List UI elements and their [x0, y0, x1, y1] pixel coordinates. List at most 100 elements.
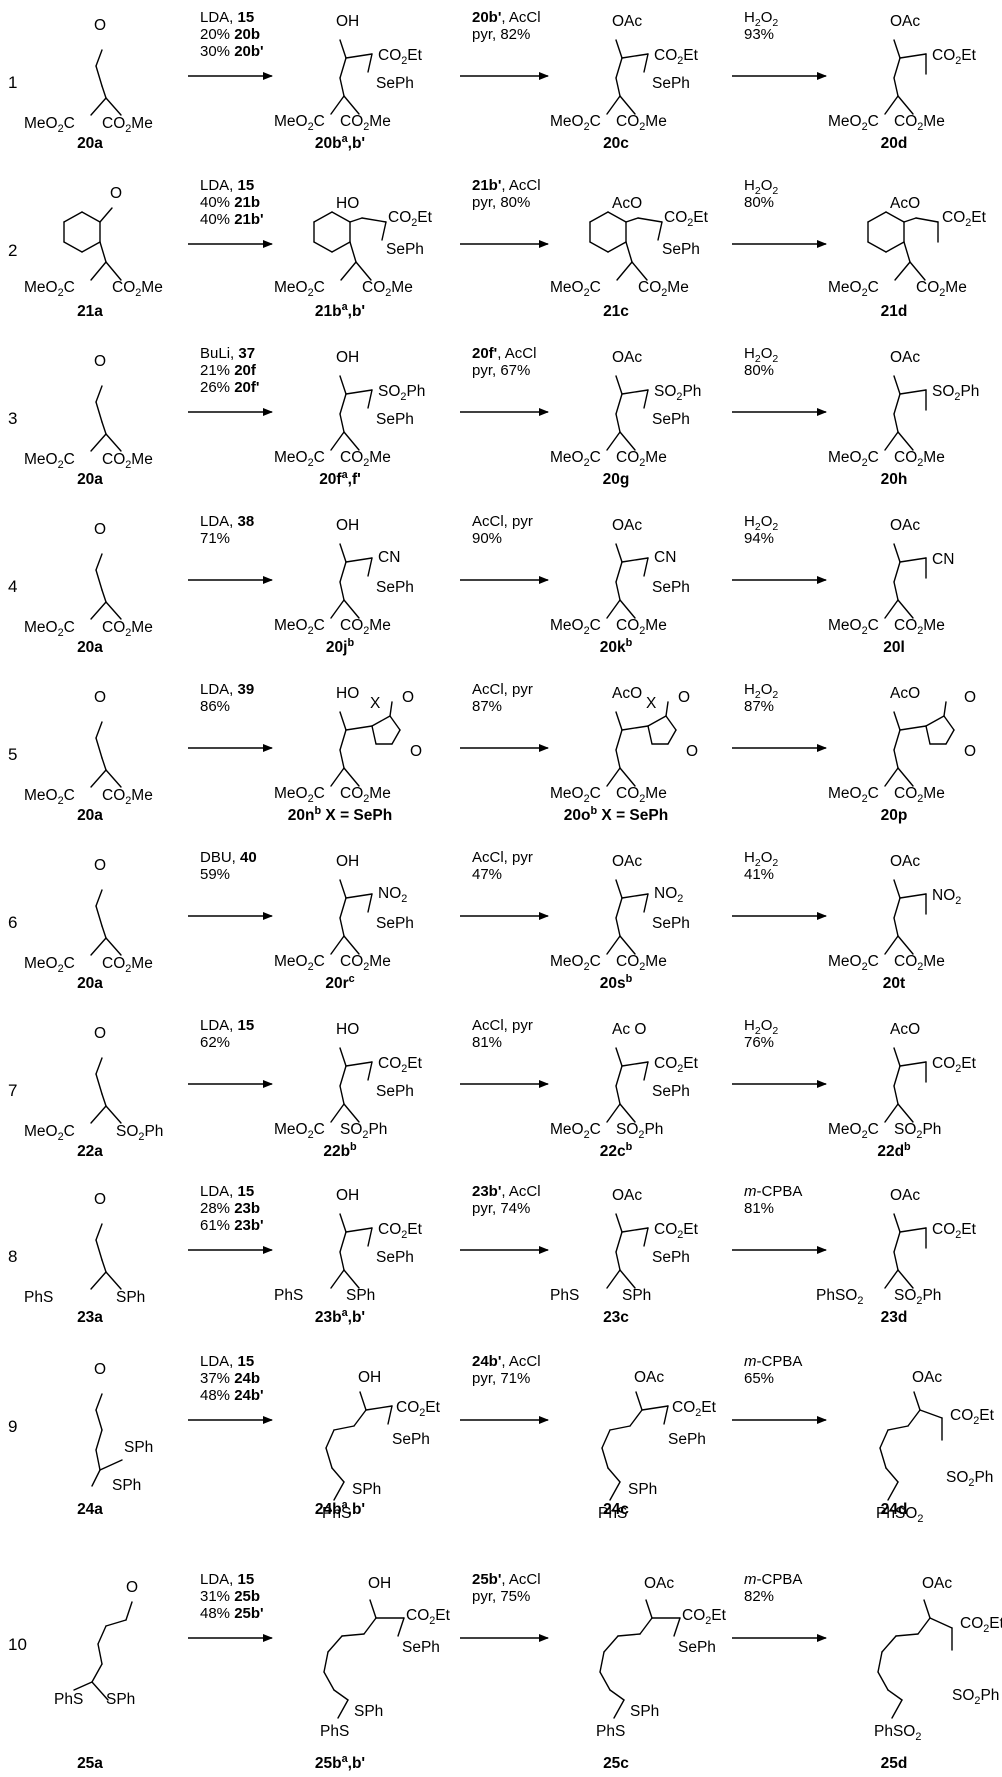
atom-label-run: MeO: [274, 785, 308, 802]
atom-label: OAc: [612, 13, 642, 30]
reaction-condition: 86%: [200, 698, 230, 715]
atom-label-run: Ph: [974, 1469, 993, 1486]
atom-label: OAc: [634, 1369, 664, 1386]
compound-label-run: ,: [348, 1309, 352, 1326]
atom-label: CO2Et: [932, 47, 977, 67]
atom-label-run: SPh: [622, 1287, 651, 1304]
reaction-condition-run: 82%: [744, 1588, 774, 1605]
bond: [333, 1481, 345, 1501]
compound-label-run: 24d: [881, 1501, 908, 1518]
atom-label-run: SePh: [652, 1083, 690, 1100]
atom-label-run: SO: [946, 1469, 968, 1486]
bond: [945, 729, 955, 745]
atom-label: MeO2C: [274, 617, 325, 637]
atom-label-run: 2: [916, 1129, 922, 1141]
reaction-condition: pyr, 67%: [472, 362, 530, 379]
atom-label: CO2Me: [894, 449, 945, 469]
compound-label: 25a: [77, 1755, 103, 1772]
compound-label-run: ,: [348, 1501, 352, 1518]
compound-label: 20d: [881, 135, 908, 152]
atom-label: OAc: [890, 853, 920, 870]
compound-label: 20ba,b': [315, 133, 365, 152]
reaction-condition-run: 23b': [472, 1183, 501, 1200]
bond: [81, 211, 101, 223]
bond: [643, 53, 649, 73]
atom-label-run: CO: [340, 953, 363, 970]
atom-label-run: OH: [336, 13, 359, 30]
bond: [615, 413, 621, 433]
atom-label-run: SePh: [652, 75, 690, 92]
bond: [95, 1393, 103, 1411]
atom-label-run: 2: [965, 217, 971, 229]
bond: [91, 1469, 101, 1487]
reaction-condition-run: pyr, 71%: [472, 1370, 530, 1387]
atom-label: MeO2C: [274, 1121, 325, 1141]
bond: [621, 557, 649, 563]
atom-label: SO2Ph: [378, 383, 425, 403]
reaction-condition-run: 76%: [744, 1034, 774, 1051]
reaction-condition-run: -CPBA: [757, 1183, 803, 1200]
atom-label: O: [110, 185, 122, 202]
atom-label-run: 2: [125, 963, 131, 975]
bond: [339, 581, 345, 601]
reaction-condition-run: 21b: [234, 194, 260, 211]
atom-label: AcO: [612, 195, 642, 212]
reaction-condition-run: 39: [238, 681, 255, 698]
atom-label-run: MeO: [24, 279, 58, 296]
bond: [647, 725, 653, 745]
atom-label-run: Me: [645, 449, 667, 466]
bond: [893, 917, 899, 937]
reaction-condition-run: LDA,: [200, 1183, 238, 1200]
atom-label: MeO2C: [828, 617, 879, 637]
atom-label: CN: [378, 549, 400, 566]
bond: [339, 711, 347, 731]
reaction-condition: 28% 23b: [200, 1200, 260, 1217]
atom-label-run: SPh: [124, 1439, 153, 1456]
bond: [339, 1251, 345, 1271]
reaction-condition: 81%: [472, 1034, 502, 1051]
atom-label-run: 2: [125, 459, 131, 471]
atom-label-run: OAc: [612, 349, 642, 366]
atom-label-run: 2: [419, 1407, 425, 1419]
reaction-condition: AcCl, pyr: [472, 849, 533, 866]
bond: [615, 1231, 623, 1253]
atom-label-run: OAc: [612, 853, 642, 870]
bond: [645, 1599, 653, 1619]
bond: [615, 1065, 623, 1087]
reaction-condition-run: 15: [238, 1571, 255, 1588]
atom-label: OAc: [912, 1369, 942, 1386]
atom-label: OAc: [890, 349, 920, 366]
reaction-condition: 81%: [744, 1200, 774, 1217]
atom-label: CO2Me: [616, 449, 667, 469]
bond: [95, 905, 103, 927]
atom-label-run: OAc: [612, 517, 642, 534]
reaction-condition-run: 62%: [200, 1034, 230, 1051]
bond: [893, 77, 899, 97]
bond: [339, 413, 345, 433]
atom-label: X: [646, 695, 657, 712]
bond: [105, 97, 122, 116]
bond: [125, 1601, 133, 1621]
atom-label-run: MeO: [828, 953, 862, 970]
atom-label-run: CO: [672, 1399, 695, 1416]
bond: [91, 1663, 103, 1683]
atom-label-run: SO: [894, 1121, 916, 1138]
atom-label: CO2Me: [616, 113, 667, 133]
atom-label-run: 2: [400, 391, 406, 403]
atom-label-run: Me: [131, 115, 153, 132]
reaction-condition-run: 48%: [200, 1605, 234, 1622]
atom-label-run: O: [964, 689, 976, 706]
atom-label-run: Me: [369, 449, 391, 466]
row-number-run: 6: [8, 913, 17, 932]
atom-label-run: CO: [616, 449, 639, 466]
atom-label-run: Et: [711, 1607, 726, 1624]
row-number: 1: [8, 73, 17, 92]
bond: [331, 1467, 345, 1483]
atom-label: CO2Me: [638, 279, 689, 299]
